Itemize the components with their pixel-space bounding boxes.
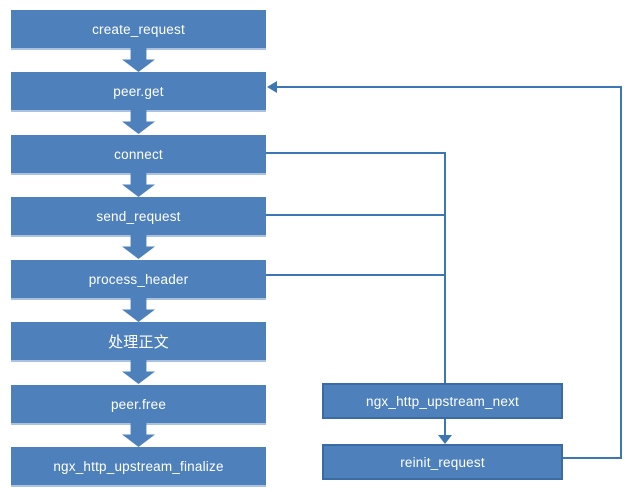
flow-node-upstream-finalize: ngx_http_upstream_finalize bbox=[11, 447, 266, 487]
down-block-arrow bbox=[122, 423, 155, 447]
connector-send-request-horizontal bbox=[266, 214, 446, 216]
flow-node-peer-get: peer.get bbox=[11, 72, 266, 112]
connector-mid-vertical bbox=[444, 152, 446, 383]
flow-node-send-request: send_request bbox=[11, 197, 266, 237]
down-block-arrow bbox=[122, 298, 155, 322]
arrowhead-into-reinit-request bbox=[438, 435, 452, 444]
flow-node-process-header: process_header bbox=[11, 260, 266, 300]
flow-node-label: reinit_request bbox=[400, 454, 485, 470]
arrowhead-into-peer-get bbox=[267, 81, 277, 93]
connector-right-loop-vertical bbox=[620, 86, 622, 459]
connector-reinit-to-peerget-horizontal bbox=[276, 86, 622, 88]
flow-node-label: create_request bbox=[92, 21, 185, 37]
connector-reinit-right-horizontal bbox=[563, 457, 622, 459]
connector-connect-horizontal bbox=[266, 152, 446, 154]
flow-node-reinit-request: reinit_request bbox=[322, 444, 563, 480]
flow-node-label: ngx_http_upstream_next bbox=[366, 393, 519, 409]
connector-next-to-reinit-vertical bbox=[444, 419, 446, 436]
down-block-arrow bbox=[122, 110, 155, 134]
flow-node-process-body: 处理正文 bbox=[11, 322, 266, 362]
connector-process-header-horizontal bbox=[266, 274, 446, 276]
flow-node-label: send_request bbox=[96, 208, 181, 224]
flow-node-label: 处理正文 bbox=[108, 333, 169, 351]
down-block-arrow bbox=[122, 235, 155, 259]
flow-node-label: process_header bbox=[88, 271, 189, 287]
down-block-arrow bbox=[122, 173, 155, 197]
flow-node-upstream-next: ngx_http_upstream_next bbox=[322, 383, 563, 419]
down-block-arrow bbox=[122, 48, 155, 72]
flow-node-label: peer.free bbox=[110, 396, 167, 412]
flow-node-label: peer.get bbox=[113, 83, 164, 99]
flow-node-peer-free: peer.free bbox=[11, 385, 266, 425]
down-block-arrow bbox=[122, 360, 155, 384]
flow-node-create-request: create_request bbox=[11, 10, 266, 50]
flow-node-label: ngx_http_upstream_finalize bbox=[53, 458, 224, 474]
flow-node-connect: connect bbox=[11, 135, 266, 175]
flow-node-label: connect bbox=[114, 146, 163, 162]
